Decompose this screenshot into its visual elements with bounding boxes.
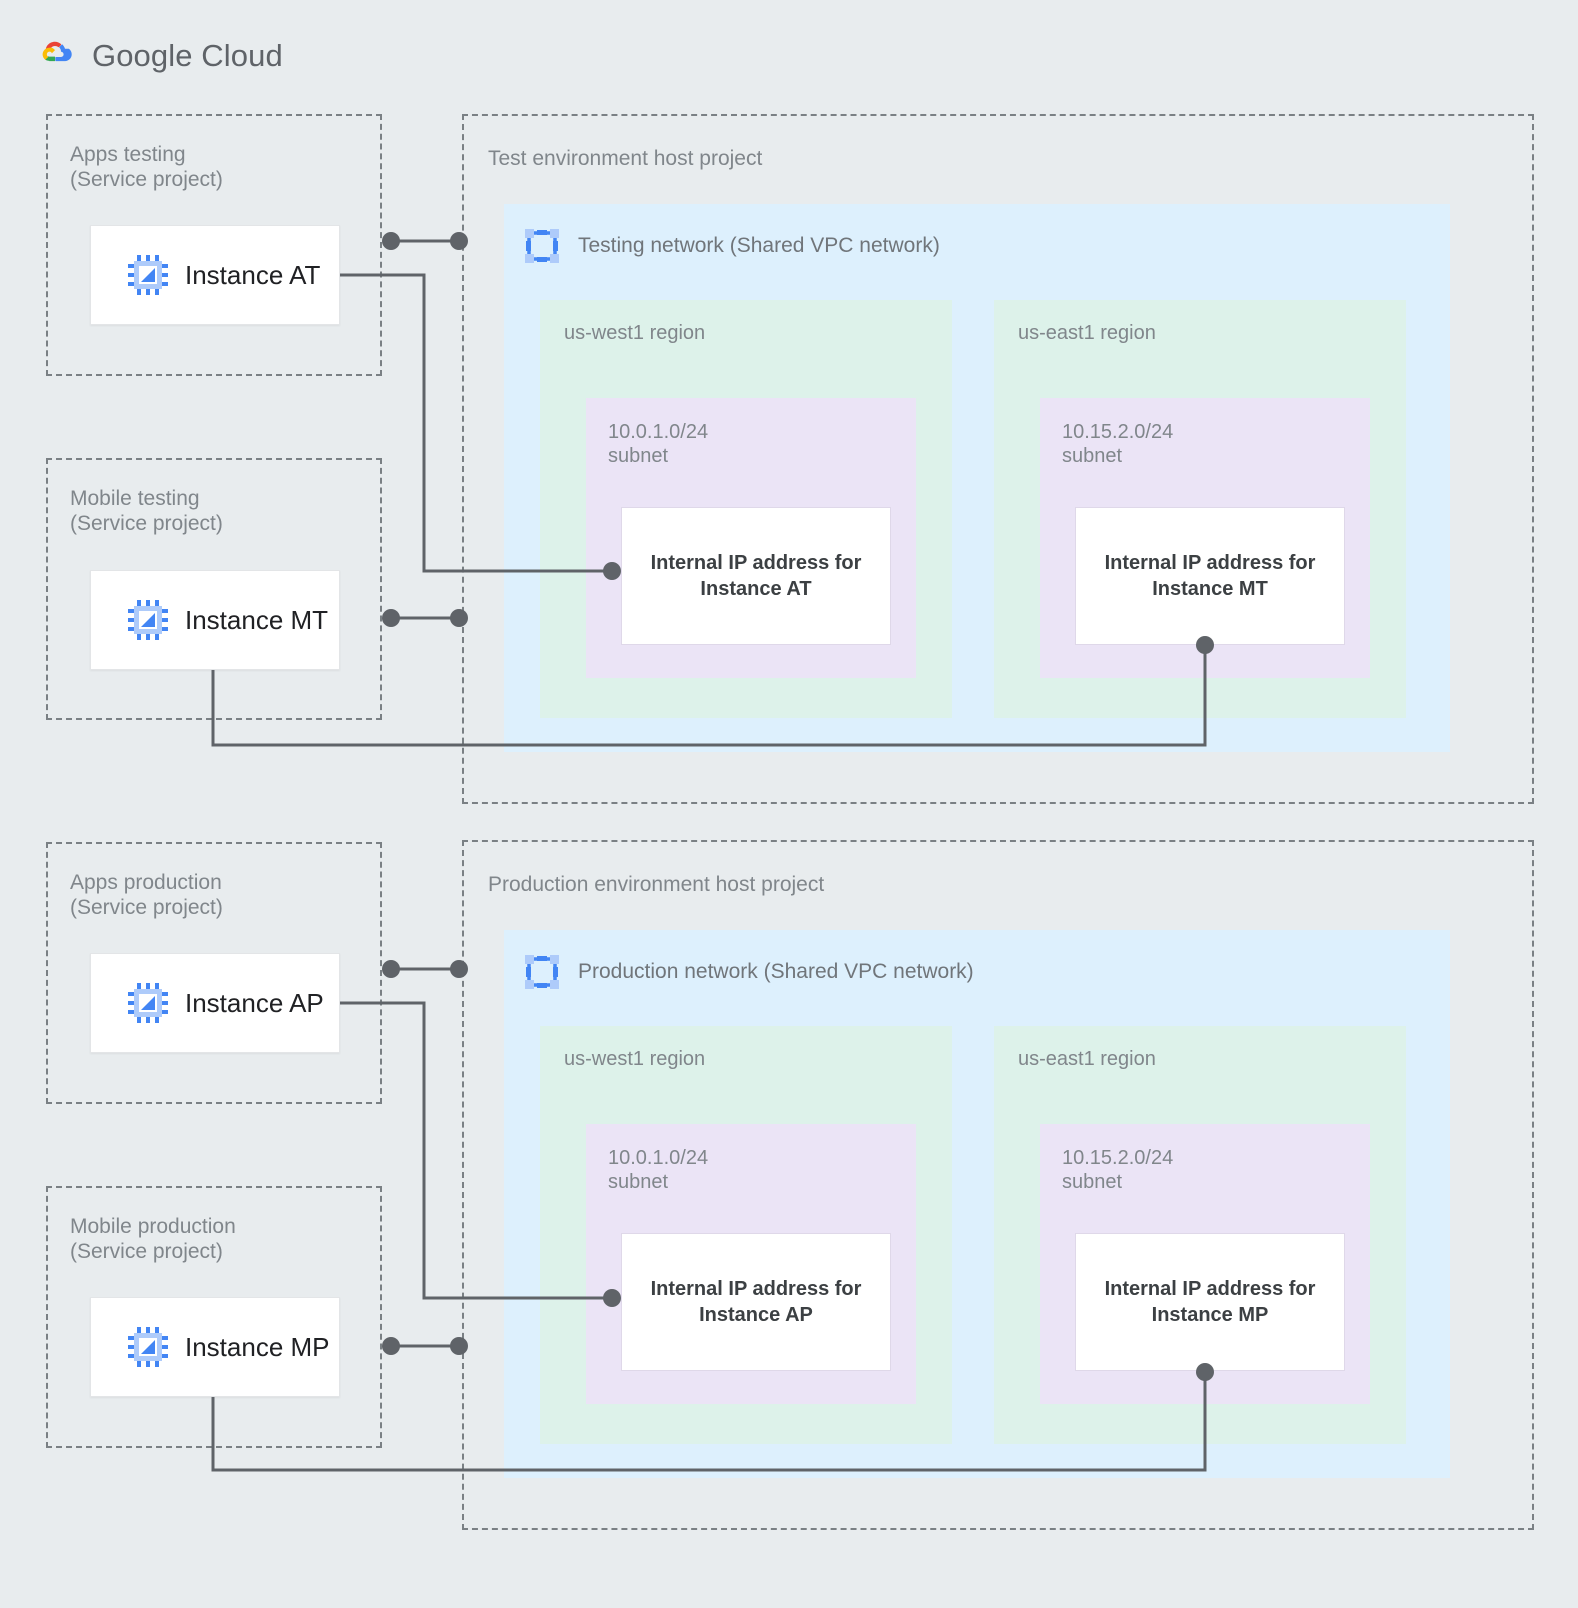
attachment-mobile-production	[382, 1337, 468, 1355]
subnet-cidr-label: 10.15.2.0/24 subnet	[1062, 1147, 1174, 1193]
vpc-network-header: Production network (Shared VPC network)	[522, 952, 974, 992]
region-us-west1: us-west1 region 10.0.1.0/24 subnet Inter…	[540, 1026, 952, 1444]
attachment-apps-production	[382, 960, 468, 978]
vpc-network-icon	[522, 226, 562, 266]
vpc-network-production: Production network (Shared VPC network) …	[504, 930, 1450, 1478]
host-project-title: Production environment host project	[488, 873, 825, 896]
vm-instance-mt[interactable]: Instance MT	[90, 570, 340, 670]
region-label: us-east1 region	[1018, 1048, 1156, 1070]
subnet-cidr-label: 10.15.2.0/24 subnet	[1062, 421, 1174, 467]
region-us-east1: us-east1 region 10.15.2.0/24 subnet Inte…	[994, 300, 1406, 718]
subnet-cidr-label: 10.0.1.0/24 subnet	[608, 1147, 709, 1193]
subnet-10-0-1-0-24: 10.0.1.0/24 subnet Internal IP address f…	[586, 1124, 916, 1404]
service-project-title: Apps testing (Service project)	[70, 143, 223, 191]
brand-cloud: Cloud	[201, 38, 283, 73]
subnet-10-15-2-0-24: 10.15.2.0/24 subnet Internal IP address …	[1040, 398, 1370, 678]
region-label: us-west1 region	[564, 1048, 706, 1070]
service-project-title: Mobile production (Service project)	[70, 1215, 236, 1263]
vpc-network-label: Testing network (Shared VPC network)	[578, 234, 940, 257]
internal-ip-address-box: Internal IP address for Instance MT	[1076, 508, 1344, 644]
subnet-10-0-1-0-24: 10.0.1.0/24 subnet Internal IP address f…	[586, 398, 916, 678]
brand-google: Google	[92, 38, 193, 73]
vpc-network-label: Production network (Shared VPC network)	[578, 960, 974, 983]
google-cloud-logo-icon	[30, 32, 78, 80]
vm-instance-icon	[125, 1324, 171, 1370]
region-us-east1: us-east1 region 10.15.2.0/24 subnet Inte…	[994, 1026, 1406, 1444]
internal-ip-address-box: Internal IP address for Instance AP	[622, 1234, 890, 1370]
vm-instance-icon	[125, 597, 171, 643]
internal-ip-address-box: Internal IP address for Instance AT	[622, 508, 890, 644]
subnet-cidr-label: 10.0.1.0/24 subnet	[608, 421, 709, 467]
vpc-network-icon	[522, 952, 562, 992]
vm-instance-label: Instance AT	[185, 259, 321, 290]
attachment-apps-testing	[382, 232, 468, 250]
vpc-network-testing: Testing network (Shared VPC network) us-…	[504, 204, 1450, 752]
region-label: us-west1 region	[564, 322, 706, 344]
vm-instance-label: Instance MP	[185, 1331, 330, 1362]
region-label: us-east1 region	[1018, 322, 1156, 344]
vm-instance-label: Instance AP	[185, 987, 324, 1018]
vm-instance-icon	[125, 252, 171, 298]
vm-instance-mp[interactable]: Instance MP	[90, 1297, 340, 1397]
google-cloud-brand: Google Cloud	[30, 32, 283, 80]
internal-ip-address-box: Internal IP address for Instance MP	[1076, 1234, 1344, 1370]
vm-instance-at[interactable]: Instance AT	[90, 225, 340, 325]
service-project-apps-production: Apps production (Service project)	[46, 842, 382, 1104]
host-project-title: Test environment host project	[488, 147, 763, 170]
brand-wordmark: Google Cloud	[92, 38, 283, 74]
region-us-west1: us-west1 region 10.0.1.0/24 subnet Inter…	[540, 300, 952, 718]
service-project-apps-testing: Apps testing (Service project)	[46, 114, 382, 376]
subnet-10-15-2-0-24: 10.15.2.0/24 subnet Internal IP address …	[1040, 1124, 1370, 1404]
service-project-title: Mobile testing (Service project)	[70, 487, 223, 535]
vm-instance-ap[interactable]: Instance AP	[90, 953, 340, 1053]
attachment-mobile-testing	[382, 609, 468, 627]
vm-instance-label: Instance MT	[185, 604, 329, 635]
service-project-title: Apps production (Service project)	[70, 871, 223, 919]
vpc-network-header: Testing network (Shared VPC network)	[522, 226, 940, 266]
vm-instance-icon	[125, 980, 171, 1026]
